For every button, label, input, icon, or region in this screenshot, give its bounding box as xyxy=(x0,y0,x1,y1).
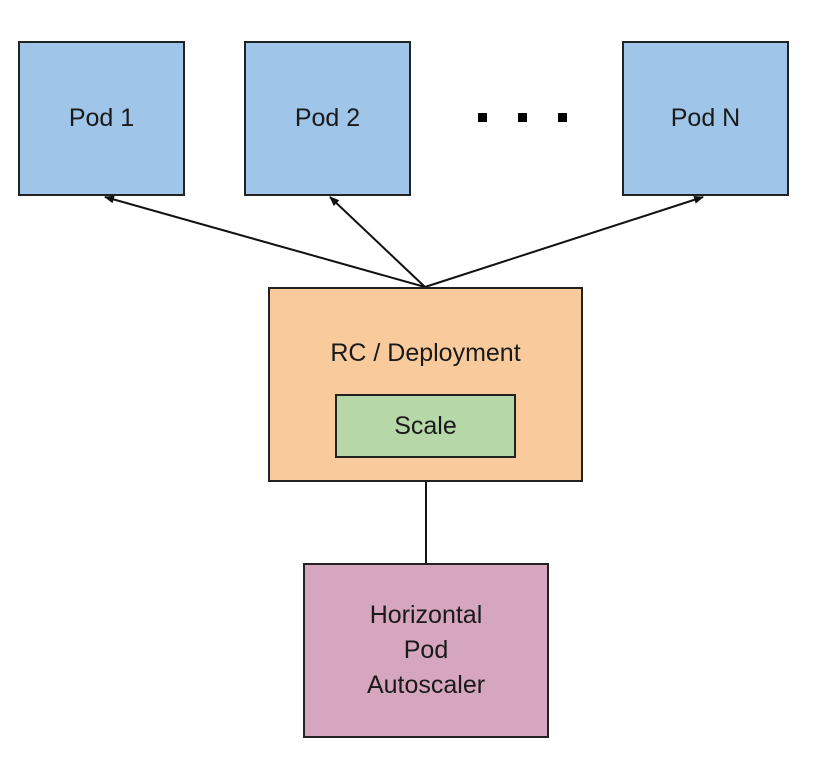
horizontal-pod-autoscaler-node: Horizontal Pod Autoscaler xyxy=(303,563,549,738)
pod-2-node: Pod 2 xyxy=(244,41,411,196)
rc-deployment-label: RC / Deployment xyxy=(330,339,521,367)
hpa-label-line: Pod xyxy=(403,636,449,664)
ellipsis-dot xyxy=(478,113,487,122)
ellipsis xyxy=(478,113,567,122)
pod-1-node: Pod 1 xyxy=(18,41,185,196)
pod-n-node: Pod N xyxy=(622,41,789,196)
arrow-rc-to-pod1 xyxy=(104,195,426,288)
pod-n-label: Pod N xyxy=(670,104,741,132)
arrow-rc-to-podn xyxy=(424,195,704,288)
scale-node: Scale xyxy=(335,394,516,458)
pod-1-label: Pod 1 xyxy=(68,104,135,132)
hpa-label-line: Autoscaler xyxy=(366,671,486,699)
ellipsis-dot xyxy=(558,113,567,122)
pod-2-label: Pod 2 xyxy=(294,104,361,132)
scale-label: Scale xyxy=(394,411,457,440)
arrow-rc-to-pod2 xyxy=(329,196,426,288)
hpa-label-line: Horizontal xyxy=(369,601,483,629)
ellipsis-dot xyxy=(518,113,527,122)
